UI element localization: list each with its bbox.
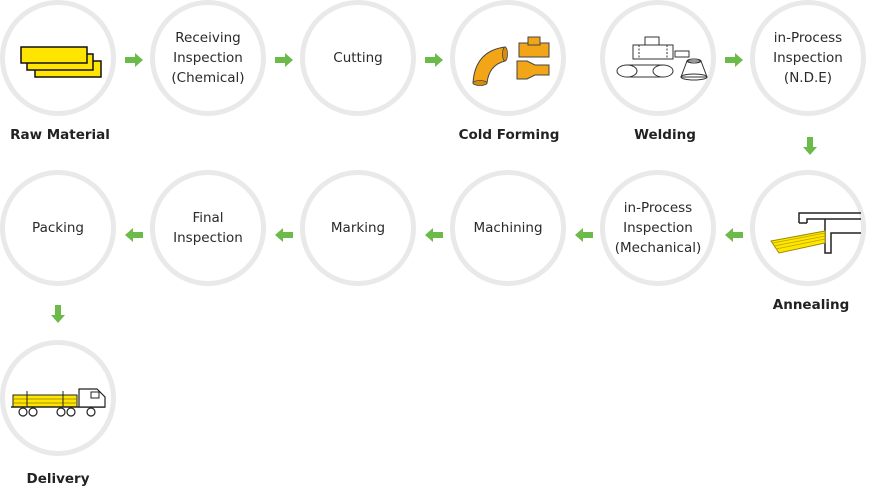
arrow-down-icon [803,137,817,155]
step-inprocess-nde: in-Process Inspection (N.D.E) [750,0,866,116]
step-marking: Marking [300,170,416,286]
arrow-down-icon [51,305,65,323]
step-cold-forming [450,0,566,116]
step-welding [600,0,716,116]
arrow-left-icon [425,228,443,242]
step-packing: Packing [0,170,116,286]
label-receiving-inspection: Receiving Inspection (Chemical) [171,30,245,86]
label-inprocess-nde: in-Process Inspection (N.D.E) [773,30,843,86]
step-receiving-inspection: Receiving Inspection (Chemical) [150,0,266,116]
elbow-reducer-fittings-icon [472,36,550,86]
welded-fittings-icon [616,36,708,81]
delivery-truck-icon [11,388,106,417]
caption-annealing: Annealing [772,297,850,313]
arrow-left-icon [575,228,593,242]
label-inprocess-mechanical: in-Process Inspection (Mechanical) [614,200,702,256]
steel-plates-icon [20,46,102,78]
arrow-right-icon [125,53,143,67]
arrow-left-icon [725,228,743,242]
step-final-inspection: Final Inspection [150,170,266,286]
label-marking: Marking [330,220,386,236]
arrow-left-icon [125,228,143,242]
label-final-inspection: Final Inspection [173,210,243,246]
arrow-right-icon [275,53,293,67]
step-inprocess-mechanical: in-Process Inspection (Mechanical) [600,170,716,286]
label-machining: Machining [473,220,543,236]
step-machining: Machining [450,170,566,286]
step-annealing [750,170,866,286]
label-cutting: Cutting [333,50,383,66]
label-packing: Packing [32,220,84,236]
step-raw-material [0,0,116,116]
caption-cold-forming: Cold Forming [458,127,560,143]
arrow-right-icon [425,53,443,67]
caption-raw-material: Raw Material [10,127,110,143]
arrow-right-icon [725,53,743,67]
step-delivery [0,340,116,456]
annealing-furnace-icon [770,212,861,254]
caption-delivery: Delivery [26,471,90,487]
step-cutting: Cutting [300,0,416,116]
arrow-left-icon [275,228,293,242]
caption-welding: Welding [634,127,696,143]
